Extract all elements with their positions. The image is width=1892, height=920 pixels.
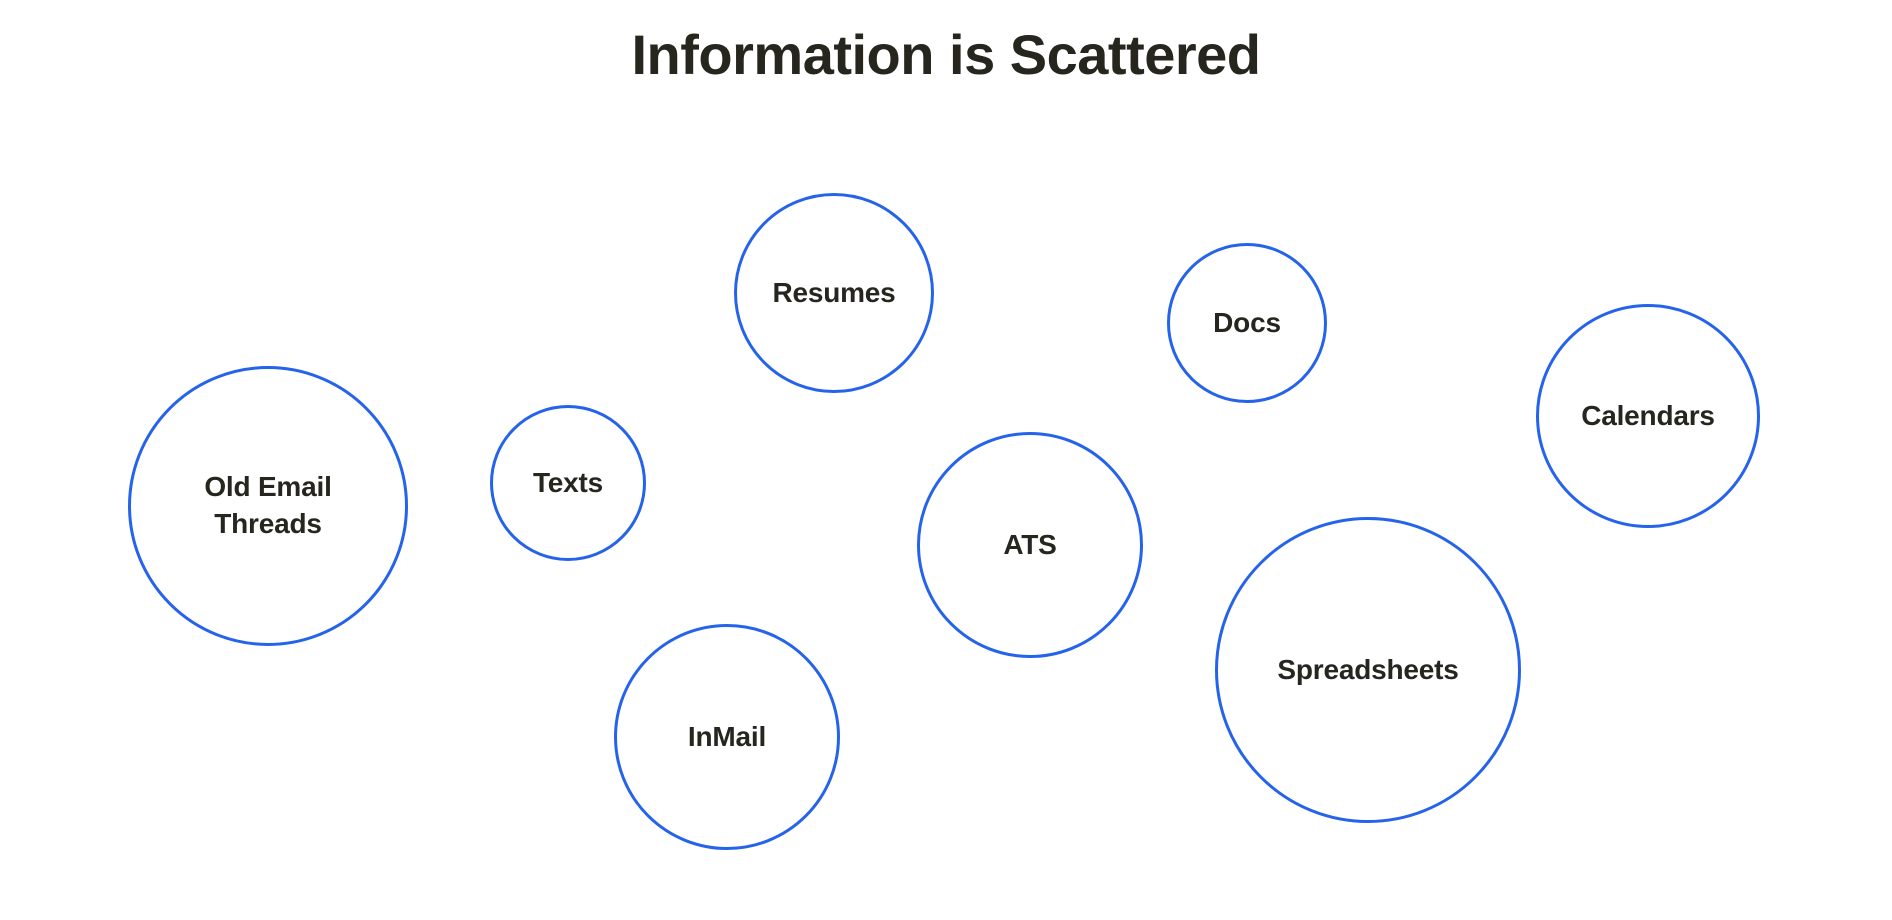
bubble-old-email-threads: Old Email Threads: [128, 366, 408, 646]
bubble-texts: Texts: [490, 405, 646, 561]
bubble-docs: Docs: [1167, 243, 1327, 403]
bubble-label-texts: Texts: [532, 466, 604, 498]
bubble-inmail: InMail: [614, 624, 840, 850]
bubble-ats: ATS: [917, 432, 1143, 658]
bubble-label-inmail: InMail: [687, 720, 767, 752]
bubble-label-calendars: Calendars: [1581, 399, 1715, 431]
page-title: Information is Scattered: [631, 23, 1261, 86]
bubble-resumes: Resumes: [734, 193, 934, 393]
bubble-label-old-email-threads: Old Email Threads: [204, 471, 332, 539]
bubble-label-docs: Docs: [1213, 306, 1281, 338]
bubble-label-spreadsheets: Spreadsheets: [1277, 653, 1459, 685]
bubble-spreadsheets: Spreadsheets: [1215, 517, 1521, 823]
bubble-label-ats: ATS: [1003, 528, 1057, 560]
bubble-label-resumes: Resumes: [772, 276, 896, 308]
bubble-calendars: Calendars: [1536, 304, 1760, 528]
